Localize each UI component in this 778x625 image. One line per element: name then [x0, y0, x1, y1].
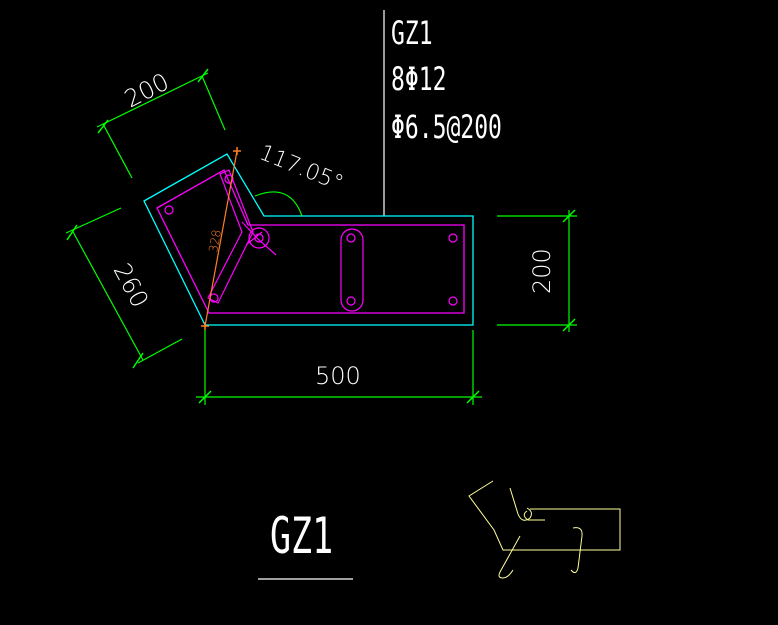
rebar-dot — [224, 174, 234, 184]
stirrup-sketch — [468, 480, 621, 579]
rebar-dot — [254, 233, 264, 243]
drawing-title: GZ1 — [270, 508, 333, 566]
diagonal-label: 328 — [206, 229, 224, 254]
dim-left-angled: 260 — [108, 259, 154, 313]
diagonal-measure-line — [204, 150, 238, 327]
dimension-lines — [65, 72, 577, 405]
label-name: GZ1 — [391, 14, 433, 52]
stirrup-angled-link — [207, 169, 254, 304]
dim-top-angled: 200 — [120, 68, 174, 114]
dim-angle: 117.05° — [256, 140, 347, 196]
rebar-dot — [346, 233, 356, 243]
diagonal-end-markers — [201, 147, 241, 330]
rebar-dots — [164, 174, 458, 306]
hook-bar-ring — [248, 227, 270, 249]
stirrup-outer — [156, 169, 465, 314]
label-main-bars: 8Φ12 — [391, 60, 446, 98]
rebar-dot — [448, 233, 458, 243]
stirrup-hook — [241, 221, 277, 256]
rebar-dot — [448, 296, 458, 306]
label-stirrups: Φ6.5@200 — [391, 108, 502, 146]
dim-bottom-horizontal: 500 — [315, 362, 361, 390]
rebar-dot — [346, 296, 356, 306]
dim-right-vertical: 200 — [528, 248, 556, 294]
tie-link — [340, 228, 364, 312]
rebar-dot — [164, 205, 174, 215]
dimension-ticks — [66, 68, 576, 404]
